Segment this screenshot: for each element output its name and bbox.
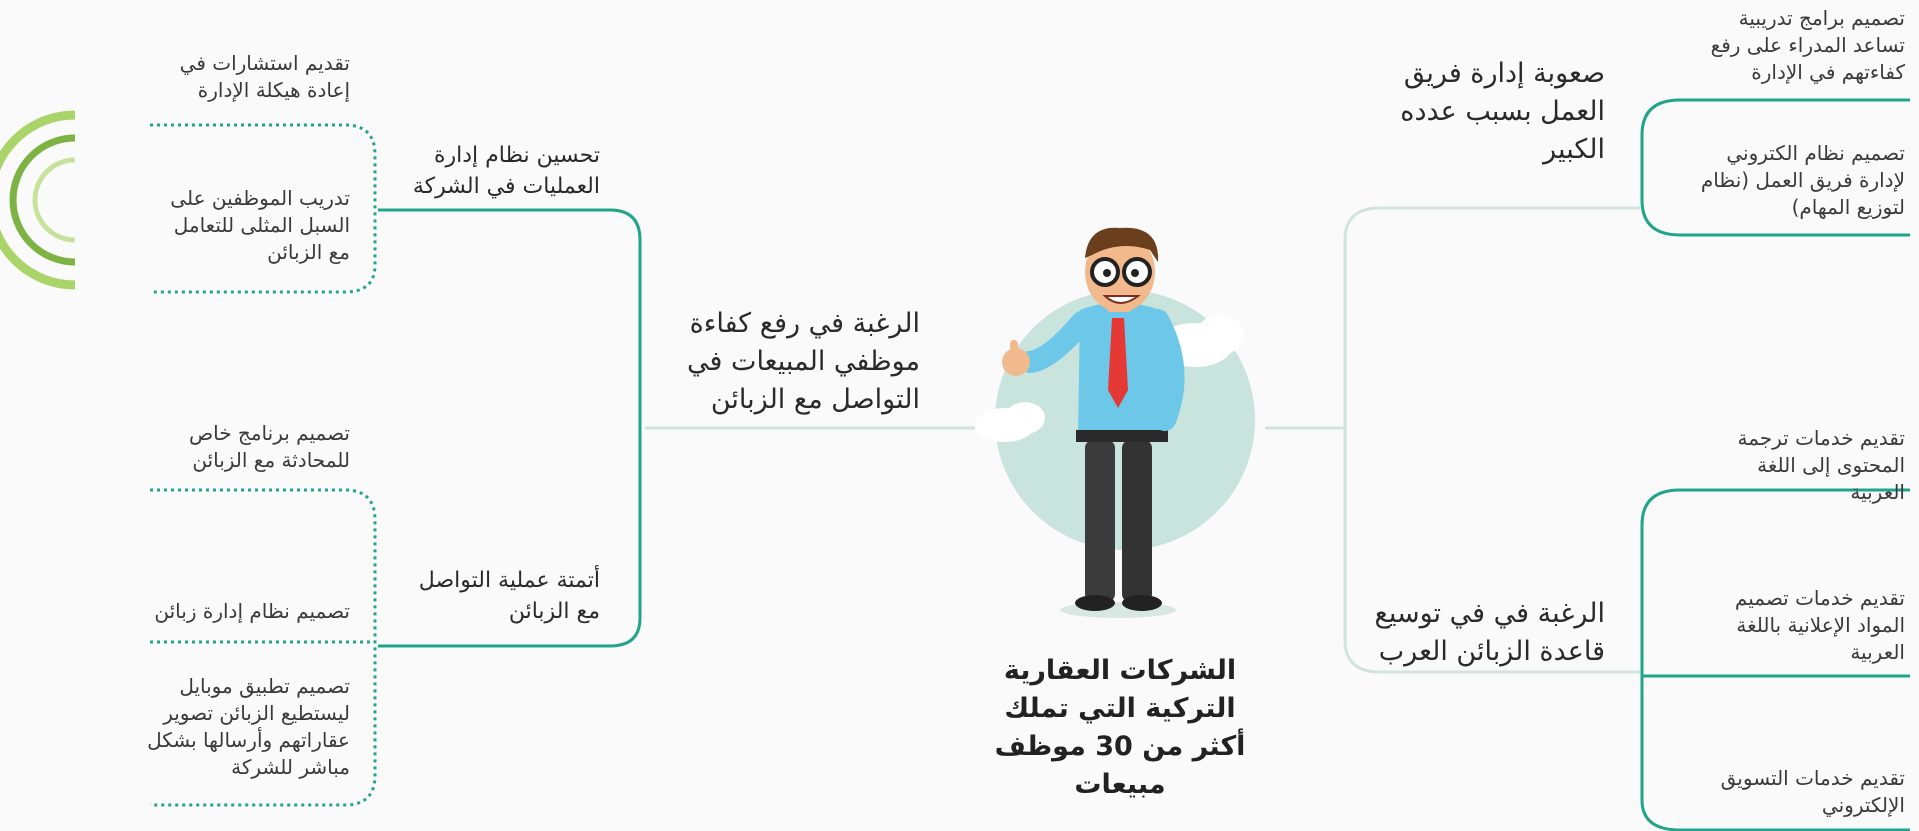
central-topic: الشركات العقارية التركية التي تملك أكثر … (994, 655, 1246, 800)
right-bottom-branch-label: الرغبة في في توسيع قاعدة الزبائن العرب (1374, 598, 1605, 667)
right-bottom-leaf-3: تقديم خدمات التسويق الإلكتروني (1720, 766, 1905, 817)
left-top-branch-label: تحسين نظام إدارة العمليات في الشركة (412, 143, 600, 199)
left-bottom-leaf-3: تصميم تطبيق موبايل ليستطيع الزبائن تصوير… (147, 674, 350, 779)
green-rings-icon (0, 110, 76, 290)
left-top-leaf-2: تدريب الموظفين على السبل المثلى للتعامل … (170, 186, 350, 264)
left-bottom-leaf-2: تصميم نظام إدارة زبائن (154, 599, 350, 623)
left-bottom-leaf-1: تصميم برنامج خاص للمحادثة مع الزبائن (188, 421, 350, 472)
left-bottom-branch-label: أتمتة عملية التواصل مع الزبائن (418, 568, 600, 624)
left-top-leaf-1: تقديم استشارات في إعادة هيكلة الإدارة (179, 51, 350, 102)
right-bottom-leaf-2: تقديم خدمات تصميم المواد الإعلانية باللغ… (1734, 586, 1905, 664)
right-connectors (1265, 98, 1910, 831)
right-top-branch-label: صعوبة إدارة فريق العمل بسبب عدده الكبير (1400, 58, 1605, 165)
cloud-icon (975, 315, 1244, 442)
left-main-label: الرغبة في رفع كفاءة موظفي المبيعات في ال… (687, 308, 920, 415)
right-top-leaf-2: تصميم نظام الكتروني لإدارة فريق العمل (ن… (1700, 141, 1905, 219)
right-top-leaf-1: تصميم برامج تدريبية تساعد المدراء على رف… (1710, 6, 1905, 84)
right-bottom-leaf-1: تقديم خدمات ترجمة المحتوى إلى اللغة العر… (1737, 426, 1905, 504)
central-figure (975, 227, 1255, 618)
left-connectors (150, 123, 975, 807)
